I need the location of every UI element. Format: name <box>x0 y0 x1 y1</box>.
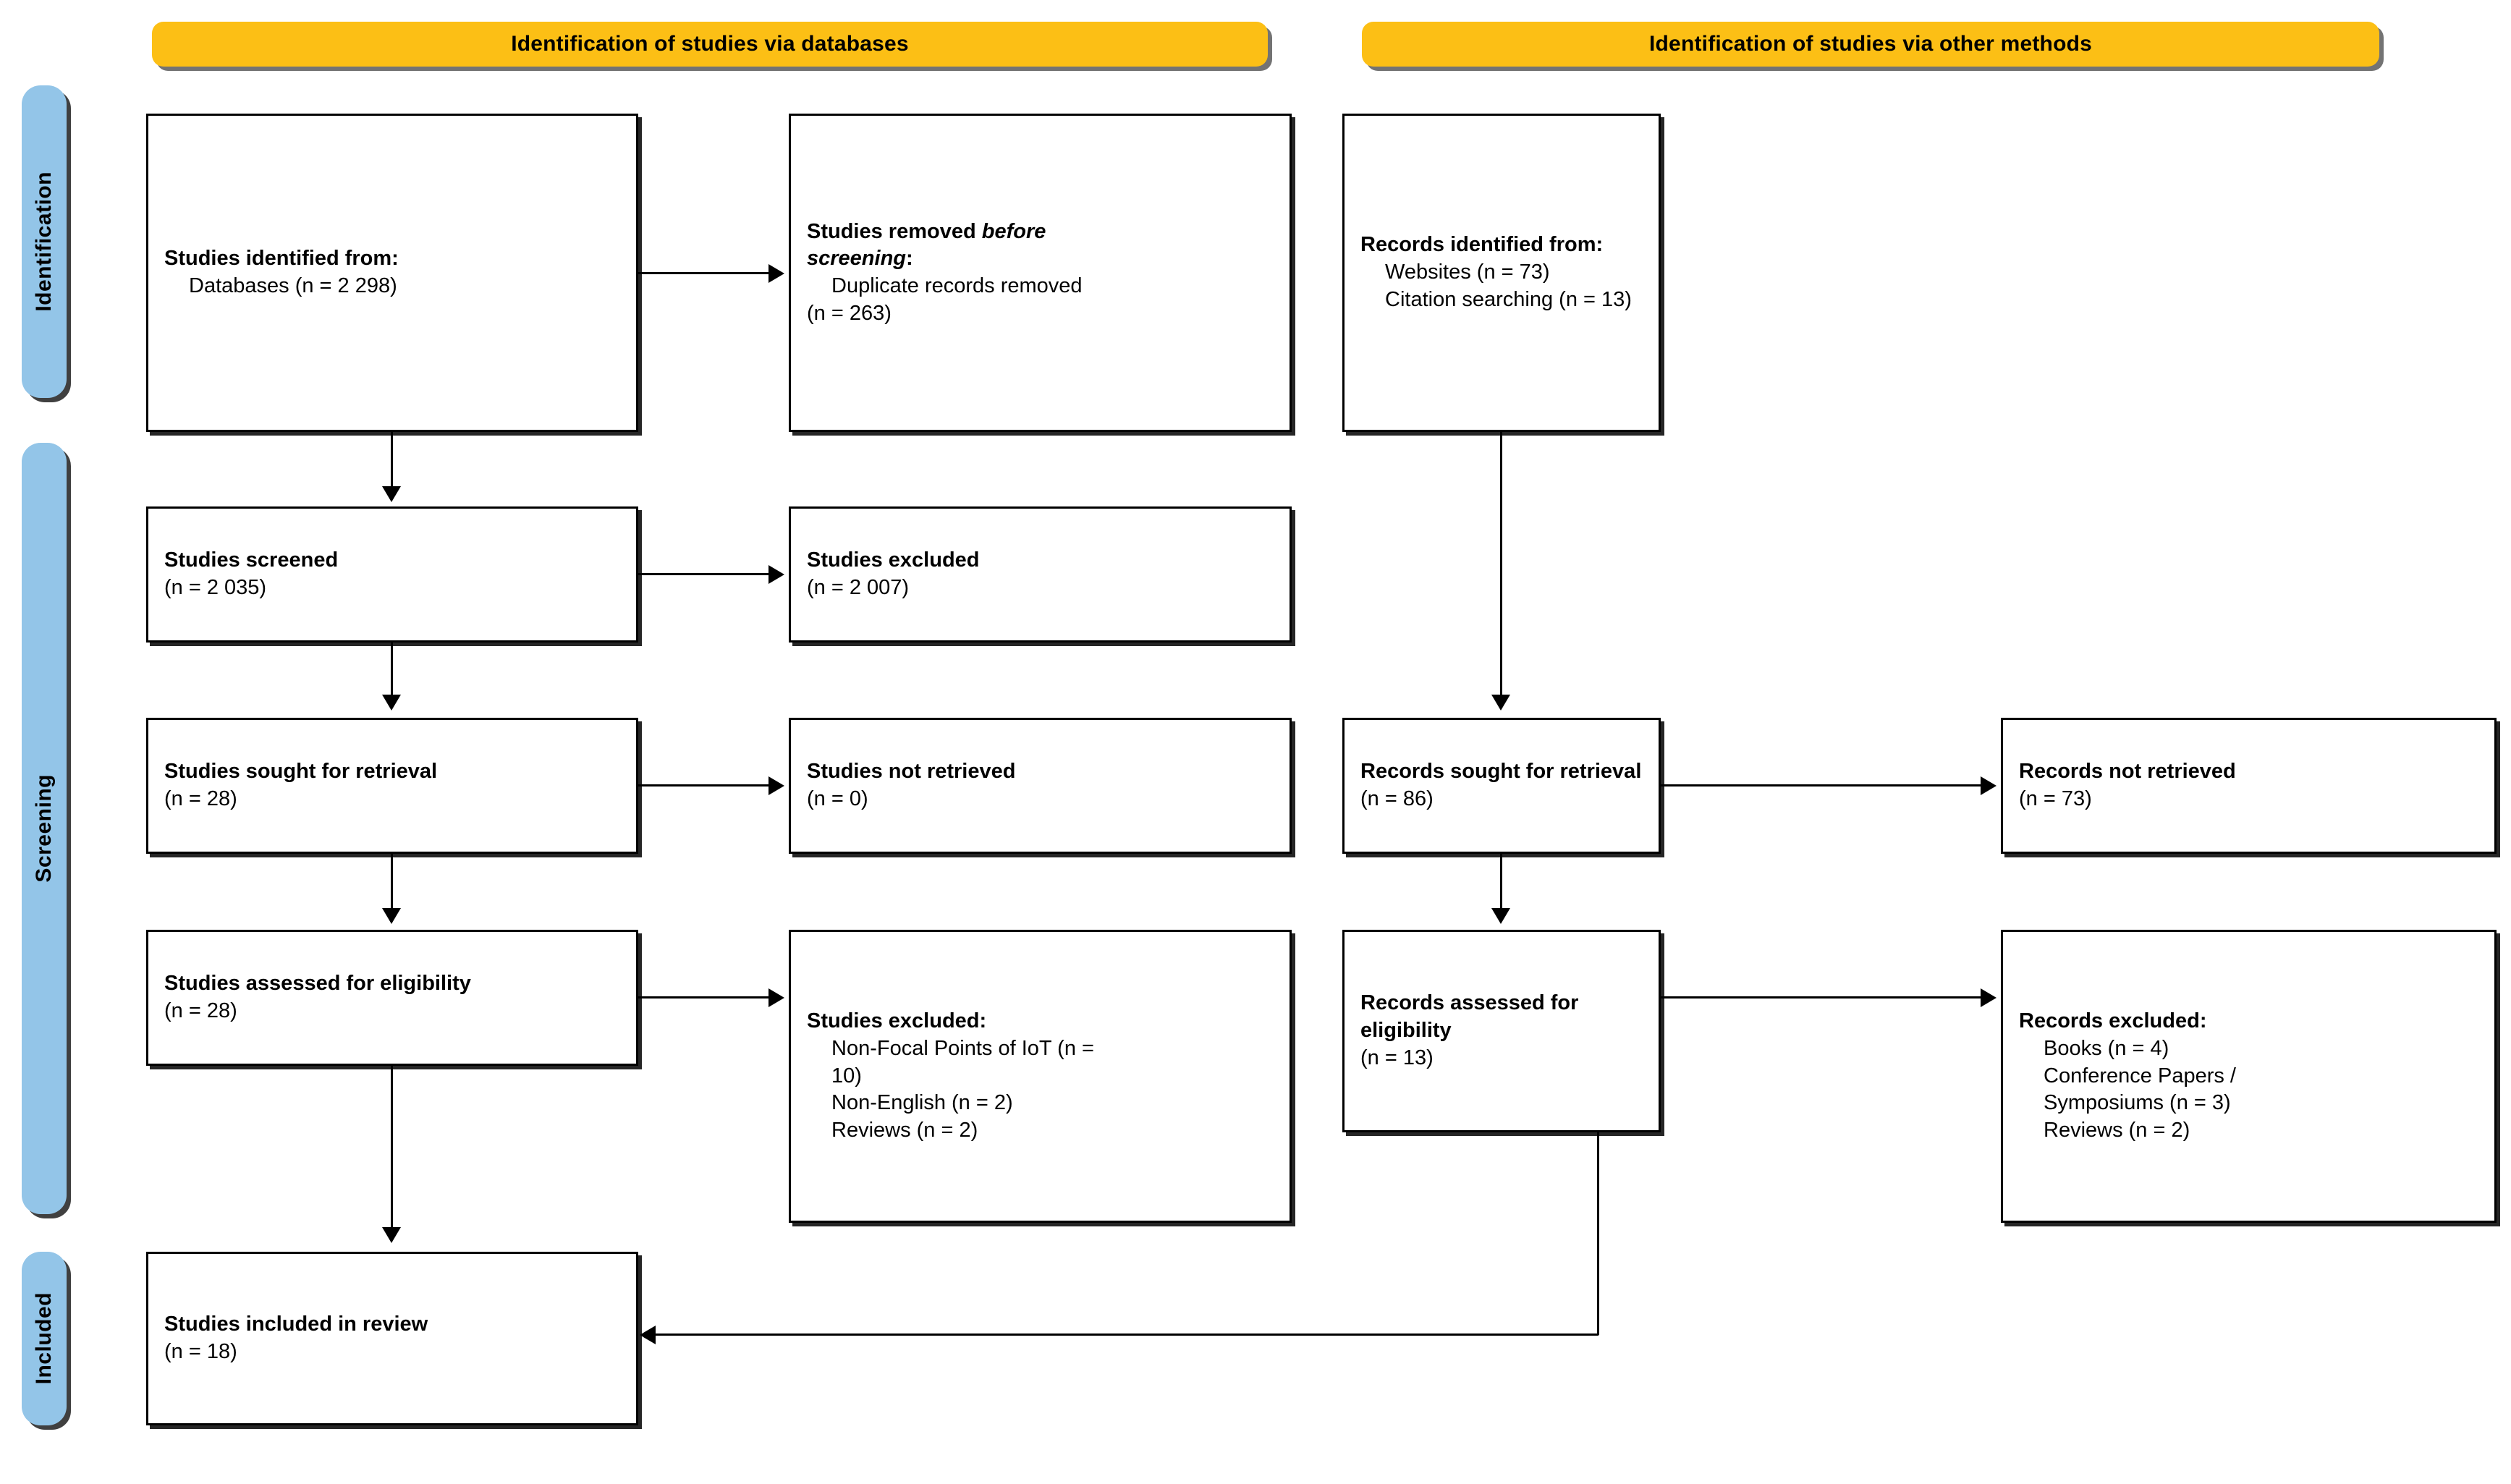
arrow-records-identified-to-sought <box>1491 695 1510 711</box>
box-records-not-retrieved: Records not retrieved (n = 73) <box>2001 718 2497 854</box>
box-records-not-retrieved-count: (n = 73) <box>2019 787 2092 810</box>
studies-removed-title-c: : <box>906 247 913 271</box>
box-records-excluded-line-2: Symposiums (n = 3) <box>2044 1091 2231 1115</box>
box-studies-removed-line-0: Duplicate records removed <box>831 274 1083 297</box>
studies-removed-title-a: Studies removed <box>807 219 982 243</box>
box-studies-identified-line-0: Databases (n = 2 298) <box>189 274 397 297</box>
box-records-sought-title: Records sought for retrieval <box>1360 760 1642 784</box>
box-studies-not-retrieved: Studies not retrieved (n = 0) <box>789 718 1292 854</box>
banner-other-methods-label: Identification of studies via other meth… <box>1649 32 2092 56</box>
box-studies-included-in-review: Studies included in review (n = 18) <box>146 1252 638 1425</box>
stage-label-screening: Screening <box>22 443 67 1214</box>
arrow-screened-to-sought <box>382 695 401 711</box>
studies-removed-title-b: screening <box>807 247 906 271</box>
box-studies-excluded-screening: Studies excluded (n = 2 007) <box>789 506 1292 643</box>
arrow-sought-to-assessed <box>382 908 401 924</box>
box-studies-included-count: (n = 18) <box>164 1340 237 1363</box>
box-records-not-retrieved-title: Records not retrieved <box>2019 760 2236 784</box>
connector-records-identified-to-sought <box>1500 432 1502 698</box>
box-records-excluded: Records excluded: Books (n = 4) Conferen… <box>2001 930 2497 1223</box>
box-studies-assessed-count: (n = 28) <box>164 999 237 1022</box>
arrow-identified-to-screened <box>382 486 401 502</box>
box-studies-screened: Studies screened (n = 2 035) <box>146 506 638 643</box>
arrow-identified-to-removed <box>768 264 784 283</box>
connector-sought-to-not-retrieved <box>638 784 773 786</box>
box-records-sought-count: (n = 86) <box>1360 787 1434 810</box>
box-studies-excluded-eligibility-line-2: Non-English (n = 2) <box>831 1091 1013 1115</box>
box-studies-screened-count: (n = 2 035) <box>164 576 267 599</box>
connector-records-assessed-to-included <box>656 1334 1599 1336</box>
box-studies-not-retrieved-count: (n = 0) <box>807 787 868 810</box>
connector-sought-to-assessed <box>391 854 393 910</box>
box-studies-removed-before-screening: Studies removed before screening: Duplica… <box>789 114 1292 432</box>
arrow-records-assessed-to-excluded <box>1981 988 1996 1007</box>
banner-identification-databases: Identification of studies via databases <box>152 22 1268 67</box>
box-records-assessed-title: Records assessed for eligibility <box>1360 991 1579 1043</box>
studies-removed-title-em: before <box>981 219 1046 243</box>
connector-screened-to-sought <box>391 643 393 697</box>
arrow-assessed-to-excluded <box>768 988 784 1007</box>
box-studies-excluded-eligibility-title: Studies excluded: <box>807 1009 987 1033</box>
box-records-excluded-line-1: Conference Papers / <box>2044 1064 2236 1087</box>
box-studies-identified-title: Studies identified from: <box>164 247 399 271</box>
box-studies-excluded-eligibility-line-0: Non-Focal Points of IoT (n = <box>831 1036 1094 1060</box>
arrow-records-sought-to-not-retrieved <box>1981 776 1996 795</box>
box-records-assessed-for-eligibility: Records assessed for eligibility (n = 13… <box>1342 930 1661 1132</box>
box-studies-assessed-title: Studies assessed for eligibility <box>164 972 471 996</box>
connector-identified-to-removed <box>638 272 773 274</box>
box-studies-sought-for-retrieval: Studies sought for retrieval (n = 28) <box>146 718 638 854</box>
connector-records-assessed-down <box>1597 1132 1599 1335</box>
connector-identified-to-screened <box>391 432 393 490</box>
stage-label-identification: Identification <box>22 85 67 398</box>
box-records-identified-title: Records identified from: <box>1360 233 1604 257</box>
box-studies-excluded-eligibility-line-1: 10) <box>831 1064 862 1087</box>
box-studies-removed-line-1: (n = 263) <box>807 301 892 325</box>
box-records-identified-line-0: Websites (n = 73) <box>1385 260 1550 284</box>
box-records-excluded-line-3: Reviews (n = 2) <box>2044 1119 2190 1142</box>
stage-label-identification-text: Identification <box>32 171 56 312</box>
box-records-excluded-title: Records excluded: <box>2019 1009 2207 1033</box>
banner-identification-other-methods: Identification of studies via other meth… <box>1362 22 2379 67</box>
box-studies-assessed-for-eligibility: Studies assessed for eligibility (n = 28… <box>146 930 638 1066</box>
connector-assessed-to-excluded <box>638 996 773 998</box>
box-records-identified-line-1: Citation searching (n = 13) <box>1385 287 1632 311</box>
connector-assessed-to-included <box>391 1066 393 1229</box>
box-records-assessed-count: (n = 13) <box>1360 1046 1434 1069</box>
box-studies-excluded-screening-count: (n = 2 007) <box>807 576 910 599</box>
box-studies-screened-title: Studies screened <box>164 548 339 572</box>
connector-records-sought-to-not-retrieved <box>1661 784 1985 786</box>
arrow-records-sought-to-assessed <box>1491 908 1510 924</box>
stage-label-screening-text: Screening <box>32 774 56 883</box>
box-studies-excluded-eligibility: Studies excluded: Non-Focal Points of Io… <box>789 930 1292 1223</box>
arrow-sought-to-not-retrieved <box>768 776 784 795</box>
stage-label-included-text: Included <box>32 1292 56 1385</box>
stage-label-included: Included <box>22 1252 67 1425</box>
box-studies-identified-from: Studies identified from: Databases (n = … <box>146 114 638 432</box>
box-records-sought-for-retrieval: Records sought for retrieval (n = 86) <box>1342 718 1661 854</box>
connector-screened-to-excluded <box>638 573 773 575</box>
connector-records-sought-to-assessed <box>1500 854 1502 910</box>
box-studies-included-title: Studies included in review <box>164 1313 428 1336</box>
box-studies-excluded-screening-title: Studies excluded <box>807 548 980 572</box>
box-records-identified-from: Records identified from: Websites (n = 7… <box>1342 114 1661 432</box>
box-studies-sought-title: Studies sought for retrieval <box>164 760 438 784</box>
box-studies-excluded-eligibility-line-3: Reviews (n = 2) <box>831 1119 978 1142</box>
box-studies-not-retrieved-title: Studies not retrieved <box>807 760 1016 784</box>
arrow-screened-to-excluded <box>768 565 784 584</box>
box-records-excluded-line-0: Books (n = 4) <box>2044 1036 2169 1060</box>
arrow-records-assessed-to-included <box>640 1326 656 1344</box>
connector-records-assessed-to-excluded <box>1661 996 1985 998</box>
banner-databases-label: Identification of studies via databases <box>511 32 909 56</box>
box-studies-sought-count: (n = 28) <box>164 787 237 810</box>
box-studies-removed-title: Studies removed before screening: <box>807 219 1274 273</box>
arrow-assessed-to-included <box>382 1227 401 1243</box>
